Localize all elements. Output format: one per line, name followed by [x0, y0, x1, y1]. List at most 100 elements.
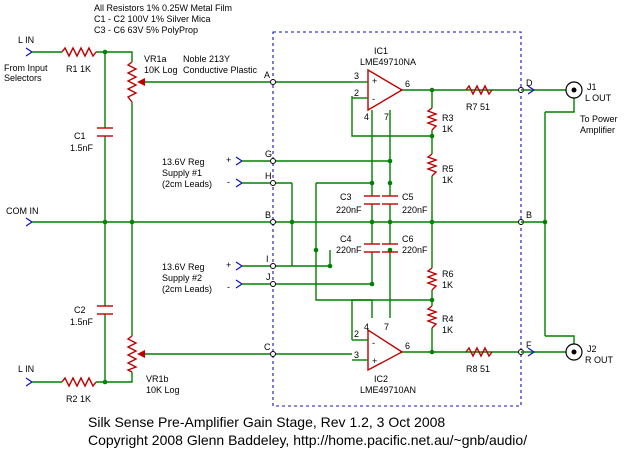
- ic2-plus-sign: +: [372, 356, 377, 366]
- c1-name: C1: [74, 131, 86, 141]
- c4-name: C4: [340, 234, 352, 244]
- note-c1-c2: C1 - C2 100V 1% Silver Mica: [94, 14, 211, 24]
- rca-jack-j1: J1 L OUT: [565, 81, 612, 103]
- resistor-r6: R6 1K: [426, 267, 454, 291]
- terminal-g-label: G: [265, 149, 272, 159]
- rca-jack-j2-pin: [571, 349, 577, 355]
- junction-dots: [289, 87, 435, 355]
- from-input-label-1: From Input: [4, 63, 48, 73]
- j1-name: J1: [587, 82, 597, 92]
- j1-label: L OUT: [585, 93, 612, 103]
- supply-1-minus: -: [227, 177, 230, 187]
- potentiometer-vr1a: VR1a 10K Log Noble 213Y Conductive Plast…: [126, 54, 258, 103]
- supply-leads: [235, 156, 273, 289]
- ic1-minus-sign: -: [372, 94, 375, 104]
- capacitor-c1: C1 1.5nF: [70, 127, 113, 153]
- ic1-name: IC1: [374, 46, 388, 56]
- board-wiring: [273, 81, 521, 355]
- rca-jack-j1-icon: [565, 81, 583, 99]
- schematic-title: Silk Sense Pre-Amplifier Gain Stage, Rev…: [88, 414, 445, 430]
- pot-type-label-2: Conductive Plastic: [183, 65, 258, 75]
- to-power-label-1: To Power: [580, 114, 618, 124]
- j2-name: J2: [587, 344, 597, 354]
- ic1-pin-3: 3: [354, 71, 359, 81]
- supply-2-minus: -: [227, 282, 230, 292]
- r6-value: 1K: [442, 280, 453, 290]
- resistor-r3: R3 1K: [426, 107, 454, 134]
- ic2-pin-6: 6: [405, 341, 410, 351]
- resistor-r8: R8 51: [465, 346, 493, 374]
- junction-dot: [102, 219, 108, 225]
- supply-2-line-1: 13.6V Reg: [162, 262, 205, 272]
- junction-dot: [102, 49, 108, 55]
- left-wiring: [32, 51, 273, 383]
- vr1a-name: VR1a: [144, 54, 167, 64]
- terminal-f-label: F: [526, 340, 532, 350]
- vr1b-value: 10K Log: [146, 385, 180, 395]
- rca-jack-j2-icon: [565, 343, 583, 361]
- r1-label: R1 1K: [66, 64, 91, 74]
- ic2-pin-3: 3: [354, 350, 359, 360]
- terminal-a-label: A: [264, 70, 270, 80]
- com-in-label: COM IN: [6, 206, 39, 216]
- junction-dot: [129, 219, 135, 225]
- terminal-d-label: D: [526, 78, 533, 88]
- r2-label: R2 1K: [66, 394, 91, 404]
- input-arrow-icon-top: [25, 47, 34, 57]
- potentiometer-vr1b: VR1b 10K Log: [126, 335, 180, 395]
- capacitor-c3: C3 220nF: [336, 192, 380, 215]
- terminal-j-label: J: [266, 272, 271, 282]
- ic2-pin-7: 7: [384, 322, 389, 332]
- r3-value: 1K: [442, 124, 453, 134]
- r3-name: R3: [442, 113, 454, 123]
- input-arrow-icon-bottom: [25, 377, 34, 387]
- resistor-r1: R1 1K: [61, 46, 97, 74]
- supply-1-plus: +: [226, 155, 231, 165]
- note-c3-c6: C3 - C6 63V 5% PolyProp: [94, 25, 198, 35]
- terminal-i-label: I: [266, 254, 269, 264]
- c6-value: 220nF: [402, 245, 428, 255]
- supply-2-labels: 13.6V Reg Supply #2 (2cm Leads) + -: [162, 260, 231, 294]
- ic2-part: LME49710AN: [360, 385, 416, 395]
- op-amp-ic2: - + 2 3 6 4 7 IC2 LME49710AN: [352, 322, 416, 395]
- c1-value: 1.5nF: [70, 143, 94, 153]
- to-power-label-2: Amplifier: [580, 125, 615, 135]
- terminal-c: [270, 351, 276, 357]
- junction-dot: [102, 379, 108, 385]
- input-arrow-icon-com: [25, 217, 34, 227]
- terminal-c-label: C: [264, 342, 271, 352]
- supply-1-line-3: (2cm Leads): [162, 179, 212, 189]
- from-input-label-2: Selectors: [4, 73, 42, 83]
- pot-type-label-1: Noble 213Y: [183, 54, 230, 64]
- supply-2-line-2: Supply #2: [162, 273, 202, 283]
- ic1-plus-sign: +: [372, 76, 377, 86]
- c5-name: C5: [402, 192, 414, 202]
- ic2-pin-4: 4: [364, 322, 369, 332]
- ic1-pin-2: 2: [354, 88, 359, 98]
- ic1-part: LME49710NA: [360, 57, 416, 67]
- rca-jack-j1-pin: [571, 87, 577, 93]
- terminal-h-label: H: [265, 171, 272, 181]
- ic1-pin-4: 4: [364, 112, 369, 122]
- c3-value: 220nF: [336, 205, 362, 215]
- l-in-bottom-label: L IN: [18, 364, 34, 374]
- r6-name: R6: [442, 269, 454, 279]
- ic2-pin-2: 2: [354, 329, 359, 339]
- terminal-h: [270, 180, 276, 186]
- ic2-minus-sign: -: [372, 338, 375, 348]
- c2-name: C2: [74, 305, 86, 315]
- op-amp-ic1: + - 3 2 6 4 7 IC1 LME49710NA: [352, 46, 416, 122]
- supply-1-line-2: Supply #1: [162, 168, 202, 178]
- schematic-copyright: Copyright 2008 Glenn Baddeley, http://ho…: [88, 432, 527, 448]
- terminal-a: [270, 79, 276, 85]
- output-wiring: [521, 85, 575, 357]
- ic1-pin-7: 7: [384, 112, 389, 122]
- r8-label: R8 51: [466, 364, 490, 374]
- component-notes: All Resistors 1% 0.25W Metal Film C1 - C…: [94, 3, 232, 35]
- input-labels: L IN From Input Selectors COM IN L IN: [4, 35, 48, 374]
- ic2-name: IC2: [374, 374, 388, 384]
- resistor-r5: R5 1K: [426, 153, 454, 185]
- c4-value: 220nF: [336, 245, 362, 255]
- c5-value: 220nF: [402, 205, 428, 215]
